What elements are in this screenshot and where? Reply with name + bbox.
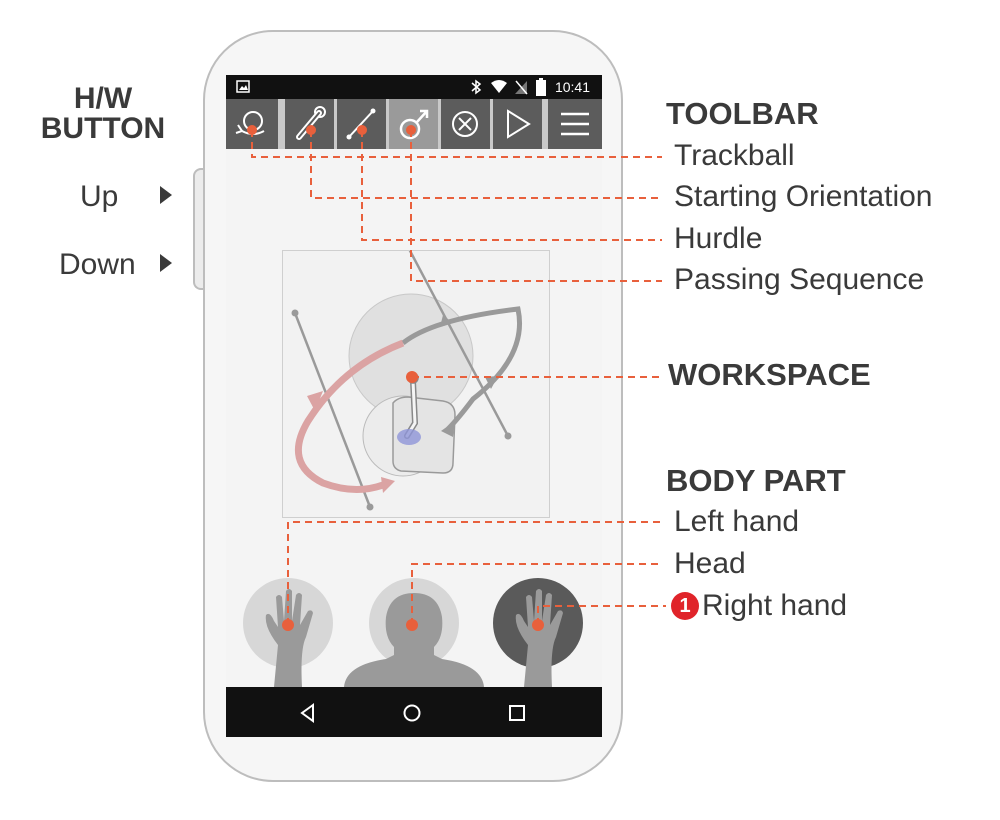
toolbar-hurdle-button[interactable] (337, 99, 386, 149)
status-bar: 10:41 (226, 75, 602, 99)
leader-starting-orientation (310, 130, 662, 199)
body-part-heading: BODY PART (666, 463, 846, 498)
hw-button-title-line2: BUTTON (40, 112, 166, 145)
label-hurdle: Hurdle (674, 222, 763, 255)
toolbar-menu-button[interactable] (548, 99, 602, 149)
leader-right-hand (537, 605, 666, 625)
path-arrow-grey (401, 306, 522, 431)
image-notification-icon (236, 80, 250, 93)
hurdle-icon (346, 108, 376, 140)
toolbar-starting-orientation-button[interactable] (285, 99, 334, 149)
toolbar-cancel-button[interactable] (441, 99, 490, 149)
leader-hurdle (361, 130, 662, 241)
down-arrow-icon (160, 254, 172, 272)
label-starting-orientation: Starting Orientation (674, 180, 933, 213)
label-right-hand: Right hand (702, 589, 848, 622)
hurdle-left (293, 312, 372, 508)
dot-head (406, 619, 418, 631)
dot-right-hand (532, 619, 544, 631)
recents-icon[interactable] (507, 703, 527, 723)
leader-head (411, 563, 662, 625)
back-icon[interactable] (298, 703, 318, 723)
workspace-drawing (291, 246, 522, 511)
hw-down-label: Down (59, 248, 136, 281)
label-left-hand: Left hand (674, 505, 800, 538)
toolbar-play-button[interactable] (493, 99, 542, 149)
status-time: 10:41 (554, 79, 590, 95)
up-arrow-icon (160, 186, 172, 204)
hw-button-heading: H/W BUTTON (28, 84, 178, 144)
leader-left-hand (287, 521, 662, 625)
starting-orientation-icon (296, 106, 326, 140)
dot-trackball (247, 125, 257, 135)
dot-starting-orientation (306, 125, 316, 135)
workspace-heading: WORKSPACE (668, 357, 871, 392)
head-icon (344, 593, 484, 687)
toolbar-passing-sequence-button[interactable] (389, 99, 438, 149)
label-head: Head (674, 547, 746, 580)
dot-hurdle (357, 125, 367, 135)
label-trackball: Trackball (674, 139, 795, 172)
passing-sequence-icon (399, 109, 429, 140)
hurdle-right (406, 246, 510, 437)
navigation-bar (226, 687, 602, 737)
leader-trackball (251, 130, 662, 158)
cancel-icon (452, 111, 478, 137)
label-passing-sequence: Passing Sequence (674, 263, 925, 296)
workspace[interactable] (282, 246, 550, 518)
path-arrow-pink (294, 339, 405, 493)
left-hand-icon (265, 589, 313, 687)
battery-icon (536, 78, 546, 96)
leader-passing-sequence (410, 130, 662, 282)
menu-icon (561, 112, 589, 136)
dot-left-hand (282, 619, 294, 631)
play-icon (507, 109, 531, 139)
home-icon[interactable] (402, 703, 422, 723)
toolbar-heading: TOOLBAR (666, 96, 819, 131)
dot-workspace (406, 371, 418, 383)
hw-up-label: Up (80, 180, 119, 213)
hw-button-title-line1: H/W (73, 82, 133, 115)
selection-badge: 1 (671, 592, 699, 620)
dot-passing-sequence (406, 125, 416, 135)
wifi-icon (491, 80, 507, 93)
right-hand-icon (515, 589, 563, 687)
no-signal-icon (515, 80, 528, 95)
toolbar (226, 99, 602, 149)
bluetooth-icon (471, 79, 482, 95)
